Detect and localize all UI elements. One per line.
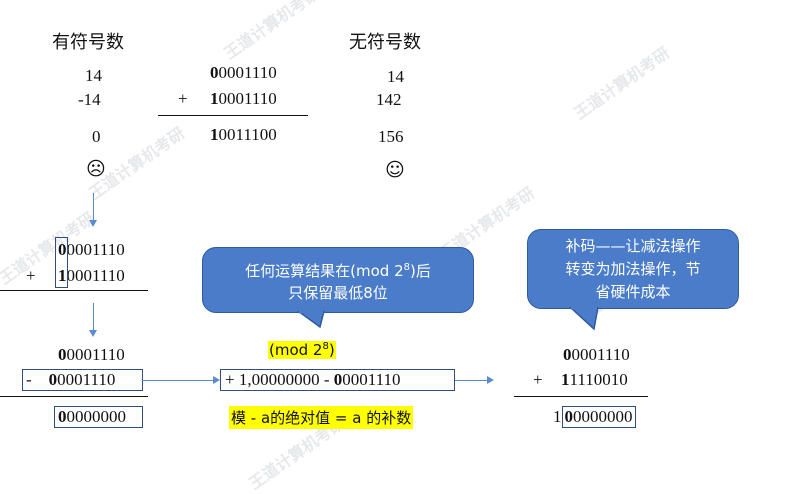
top-add-sum-line: [158, 115, 308, 116]
unsigned-value-b: 142: [376, 90, 402, 109]
top-add-operator: +: [178, 89, 188, 108]
mid-add-sum-line: [0, 290, 148, 291]
signed-result: 0: [92, 127, 101, 146]
top-add-operand-a: 00001110: [210, 63, 277, 82]
signed-value-b: -14: [78, 90, 101, 109]
complement-callout-line1: 补码——让减法操作: [565, 237, 701, 255]
sub-result-line: [0, 396, 148, 397]
sub-operand-a: 00001110: [58, 345, 125, 364]
right-add-operator: +: [533, 370, 543, 389]
right-add-operand-b: 11110010: [561, 370, 628, 389]
mid-add-operand-b: 10001110: [58, 266, 125, 285]
unsigned-result: 156: [378, 127, 404, 146]
mod-label: (mod 28): [268, 341, 336, 359]
sub-operand-b-box: - 00001110: [22, 369, 143, 391]
mod-callout: 任何运算结果在(mod 28)后 只保留最低8位: [202, 247, 474, 313]
unsigned-header: 无符号数: [349, 32, 421, 53]
arrow-down-icon: [89, 193, 97, 227]
complement-callout: 补码——让减法操作 转变为加法操作，节 省硬件成本: [527, 229, 739, 309]
arrow-right-icon: [454, 375, 494, 384]
top-add-operand-b: 10001110: [210, 89, 277, 108]
complement-note: 模 - a的绝对值 = a 的补数: [229, 406, 414, 429]
arrow-down-icon: [89, 303, 97, 337]
complement-callout-line2: 转变为加法操作，节: [565, 260, 701, 278]
right-add-result-box: 00000000: [561, 406, 636, 428]
right-add-sum-line: [514, 396, 648, 397]
mid-add-operand-a: 00001110: [58, 240, 125, 259]
mod-callout-line1: 任何运算结果在(mod 28)后: [245, 262, 431, 280]
complement-callout-pointer: [568, 307, 599, 331]
arrow-right-icon: [142, 375, 220, 384]
mod-expression-box: + 1,00000000 - 00001110: [220, 369, 455, 391]
unsigned-value-a: 14: [387, 67, 404, 86]
right-add-operand-a: 00001110: [563, 345, 630, 364]
sub-operator: -: [26, 370, 32, 389]
sub-result-box: 00000000: [54, 406, 143, 428]
watermark: 王道计算机考研: [570, 43, 674, 124]
signed-header: 有符号数: [52, 32, 124, 53]
watermark: 王道计算机考研: [220, 0, 324, 64]
sad-face-icon: ☹: [86, 158, 106, 180]
mod-callout-line2: 只保留最低8位: [288, 284, 388, 302]
signed-value-a: 14: [85, 66, 102, 85]
sign-bit-highlight-box: [55, 237, 68, 288]
mid-add-operator: +: [26, 266, 36, 285]
mod-callout-pointer: [296, 311, 325, 329]
smile-face-icon: ☺: [385, 159, 405, 181]
complement-callout-line3: 省硬件成本: [595, 283, 671, 301]
top-add-result: 10011100: [210, 125, 277, 144]
